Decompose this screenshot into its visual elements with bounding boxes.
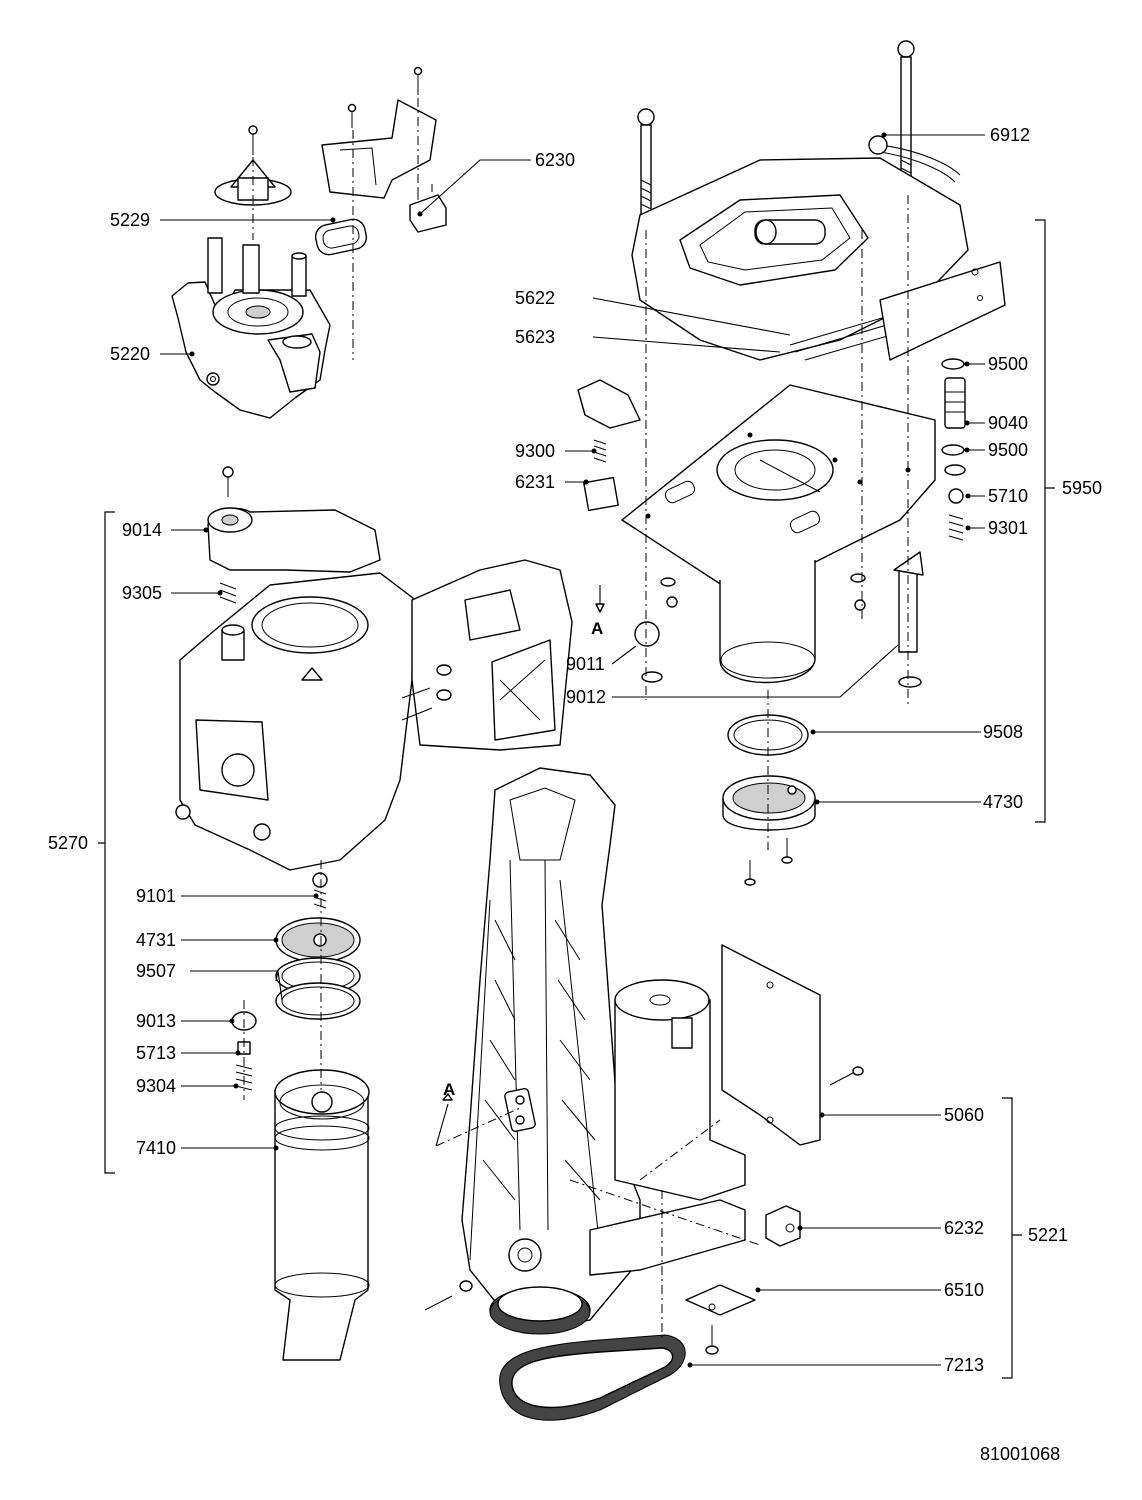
callout-6912: 6912 [990, 125, 1030, 145]
callout-9508: 9508 [983, 722, 1023, 742]
callout-7410: 7410 [136, 1138, 176, 1158]
callout-4731: 4731 [136, 930, 176, 950]
callout-9011: 9011 [566, 654, 605, 674]
section-marker-a-upper: A [591, 619, 603, 638]
callout-6510: 6510 [944, 1280, 984, 1300]
part-5950-assembly [577, 40, 1006, 886]
bracket-5950 [1035, 219, 1055, 823]
bracket-5270 [98, 511, 115, 1174]
callout-5710: 5710 [988, 486, 1028, 506]
callout-6231: 6231 [515, 472, 555, 492]
callout-labels: 6912 6230 5229 5220 5622 5623 9500 9040 … [48, 125, 1102, 1464]
callout-9500-upper: 9500 [988, 354, 1028, 374]
callout-5221: 5221 [1028, 1225, 1068, 1245]
callout-6232: 6232 [944, 1218, 984, 1238]
leader-lines [160, 134, 985, 1366]
callout-5229: 5229 [110, 210, 150, 230]
callout-9304: 9304 [136, 1076, 176, 1096]
bracket-5221 [1002, 1097, 1022, 1379]
section-marker-a-lower: A [443, 1080, 455, 1099]
callout-5220: 5220 [110, 344, 150, 364]
callout-5622: 5622 [515, 288, 555, 308]
callout-6230: 6230 [535, 150, 575, 170]
callout-7213: 7213 [944, 1355, 984, 1375]
callout-9101: 9101 [136, 886, 176, 906]
part-5220-housing [171, 66, 447, 419]
callout-5060: 5060 [944, 1105, 984, 1125]
callout-9300: 9300 [515, 441, 555, 461]
callout-5713: 5713 [136, 1043, 176, 1063]
document-number: 81001068 [980, 1444, 1060, 1464]
callout-4730: 4730 [983, 792, 1023, 812]
part-5221-drive-unit [424, 585, 864, 1421]
callout-5950: 5950 [1062, 478, 1102, 498]
part-5270-brewing-unit [175, 466, 573, 1361]
leader-dots [189, 132, 971, 1368]
callout-5623: 5623 [515, 327, 555, 347]
callout-9014: 9014 [122, 520, 162, 540]
callout-9301: 9301 [988, 518, 1028, 538]
callout-9040: 9040 [988, 413, 1028, 433]
callout-9507: 9507 [136, 961, 176, 981]
callout-9500-lower: 9500 [988, 440, 1028, 460]
callout-9013: 9013 [136, 1011, 176, 1031]
callout-9012: 9012 [566, 687, 606, 707]
callout-9305: 9305 [122, 583, 162, 603]
callout-5270: 5270 [48, 833, 88, 853]
